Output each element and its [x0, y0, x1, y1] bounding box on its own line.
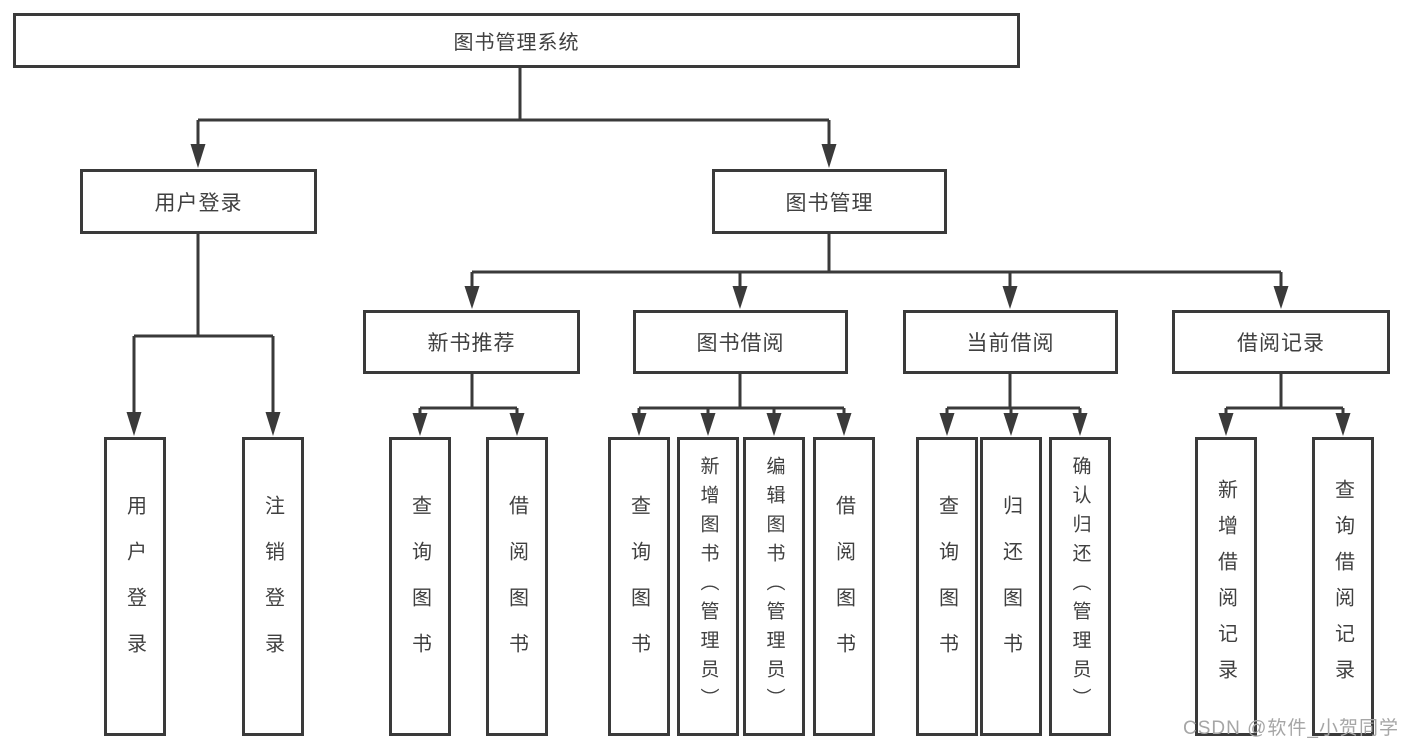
leaf-query-books-current: 查询图书 [916, 437, 978, 736]
leaf-borrow-books-recommend: 借阅图书 [486, 437, 548, 736]
leaf-query-books-borrow: 查询图书 [608, 437, 670, 736]
node-user-login: 用户登录 [80, 169, 317, 234]
leaf-label: 新增图书（管理员） [697, 456, 719, 717]
leaf-return-books: 归还图书 [980, 437, 1042, 736]
node-current-borrowing: 当前借阅 [903, 310, 1118, 374]
leaf-confirm-return-admin: 确认归还（管理员） [1049, 437, 1111, 736]
connector-book-borrow-to-leaves [631, 374, 852, 436]
node-label: 图书借阅 [696, 332, 785, 355]
leaf-edit-book-admin: 编辑图书（管理员） [743, 437, 805, 736]
leaf-add-book-admin: 新增图书（管理员） [677, 437, 739, 736]
leaf-query-books-recommend: 查询图书 [389, 437, 451, 736]
node-label: 借阅记录 [1237, 332, 1325, 355]
node-new-book-recommendation: 新书推荐 [363, 310, 580, 374]
leaf-label: 确认归还（管理员） [1069, 456, 1091, 717]
connector-user-login-to-leaves [126, 234, 281, 436]
node-label: 图书管理 [785, 191, 874, 215]
connector-new-book-to-leaves [412, 374, 525, 436]
leaf-borrow-books: 借阅图书 [813, 437, 875, 736]
leaf-label: 借阅图书 [832, 494, 855, 679]
node-book-management: 图书管理 [712, 169, 947, 234]
connector-root-to-level2 [190, 67, 837, 168]
leaf-logout: 注销登录 [242, 437, 304, 736]
leaf-label: 查询借阅记录 [1331, 478, 1354, 695]
node-label: 用户登录 [154, 191, 243, 215]
node-label: 当前借阅 [966, 332, 1055, 355]
leaf-query-borrow-record: 查询借阅记录 [1312, 437, 1374, 736]
leaf-label: 查询图书 [935, 494, 958, 679]
node-label: 新书推荐 [427, 332, 516, 355]
leaf-label: 借阅图书 [505, 494, 528, 679]
leaf-label: 新增借阅记录 [1214, 478, 1237, 695]
watermark-text: CSDN @软件_小贺同学 [1183, 718, 1399, 739]
node-library-management-system: 图书管理系统 [13, 13, 1020, 68]
leaf-label: 查询图书 [627, 494, 650, 679]
node-label: 图书管理系统 [453, 32, 580, 54]
leaf-label: 归还图书 [999, 494, 1022, 679]
connector-current-borrow-to-leaves [939, 374, 1088, 436]
leaf-label: 查询图书 [408, 494, 431, 679]
leaf-label: 用户登录 [123, 494, 146, 679]
leaf-add-borrow-record: 新增借阅记录 [1195, 437, 1257, 736]
node-borrowing-records: 借阅记录 [1172, 310, 1390, 374]
connector-borrow-record-to-leaves [1218, 374, 1351, 436]
leaf-label: 编辑图书（管理员） [763, 456, 785, 717]
leaf-label: 注销登录 [261, 494, 284, 679]
connector-book-management-to-level3 [464, 234, 1289, 309]
leaf-user-login: 用户登录 [104, 437, 166, 736]
node-book-borrowing: 图书借阅 [633, 310, 848, 374]
